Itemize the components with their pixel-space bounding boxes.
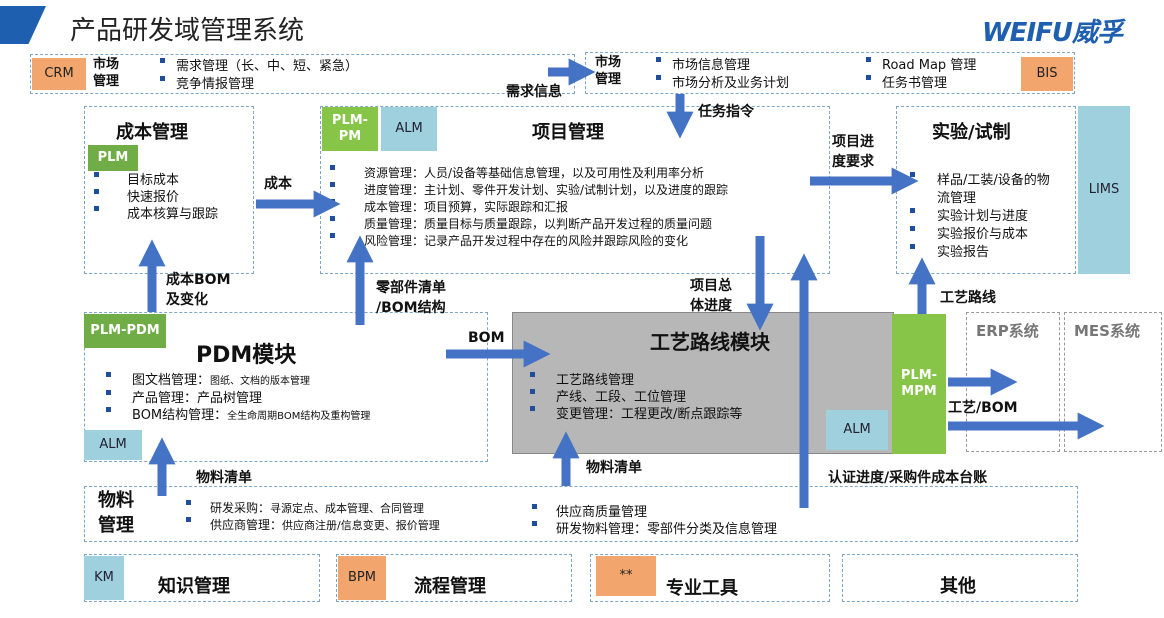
pdm-box (84, 312, 488, 462)
list-item: BOM结构管理：全生命周期BOM结构及重构管理 (106, 407, 370, 425)
list-item: 变更管理：工程更改/断点跟踪等 (530, 406, 742, 423)
label-project-progress: 项目总 体进度 (690, 278, 732, 314)
list-item: Road Map 管理 (866, 57, 976, 75)
item-sub: 产品树管理 (197, 391, 263, 406)
item-main: 产品管理： (132, 391, 198, 406)
item-main: 供应商管理： (210, 518, 283, 532)
pdm-title: PDM模块 (196, 343, 297, 368)
cost-title: 成本管理 (116, 122, 188, 143)
tools-box (590, 554, 830, 602)
item-sub: 全生命周期BOM结构及重构管理 (227, 411, 371, 422)
list-item: 产线、工段、工位管理 (530, 389, 742, 406)
list-item: 快速报价 (94, 189, 218, 206)
item-main: BOM结构管理： (132, 408, 228, 423)
list-item: 样品/工装/设备的物 流管理 (910, 172, 1050, 208)
bis-list-1: 市场信息管理 市场分析及业务计划 (656, 57, 789, 93)
cost-box (84, 106, 254, 274)
label-process-bom: 工艺/BOM (948, 400, 1018, 416)
label-demand-info: 需求信息 (506, 84, 562, 100)
item-main: 图文档管理： (132, 373, 211, 388)
project-list: 资源管理：人员/设备等基础信息管理，以及可用性及利用率分析 进度管理：主计划、零… (330, 165, 728, 250)
project-plm-tag: PLM- PM (322, 107, 378, 151)
pdm-list: 图文档管理：图纸、文档的版本管理 产品管理：产品树管理 BOM结构管理：全生命周… (106, 372, 370, 425)
mes-box (1064, 312, 1162, 452)
list-item: 资源管理：人员/设备等基础信息管理，以及可用性及利用率分析 (330, 165, 728, 182)
label-material-left: 物料清单 (196, 470, 252, 486)
list-item: 进度管理：主计划、零件开发计划、实验/试制计划，以及进度的跟踪 (330, 182, 728, 199)
label-parts-bom: 零部件清单 /BOM结构 (376, 280, 446, 316)
item-main: 研发采购： (210, 501, 271, 515)
tools-tag: ** (596, 556, 656, 596)
list-item: 成本核算与跟踪 (94, 206, 218, 223)
label-cert: 认证进度/采购件成本台账 (828, 470, 988, 486)
material-title: 物料 管理 (98, 490, 134, 536)
other-box (842, 554, 1078, 602)
label-bom: BOM (468, 330, 505, 346)
list-item: 研发物料管理：零部件分类及信息管理 (532, 521, 777, 538)
bpm-label: 流程管理 (414, 576, 486, 597)
logo: WEIFU威孚 (982, 18, 1123, 48)
list-item: 目标成本 (94, 172, 218, 189)
bis-tag: BIS (1021, 57, 1073, 91)
item-sub: 图纸、文档的版本管理 (210, 376, 311, 387)
other-label: 其他 (940, 576, 976, 597)
project-title: 项目管理 (532, 122, 604, 143)
process-alm-tag: ALM (826, 410, 888, 450)
item-sub: 寻源定点、成本管理、合同管理 (270, 502, 425, 515)
erp-title: ERP系统 (976, 322, 1039, 340)
km-label: 知识管理 (158, 576, 230, 597)
tools-label: 专业工具 (666, 578, 738, 599)
crm-list: 需求管理（长、中、短、紧急） 竞争情报管理 (160, 58, 358, 94)
list-item: 产品管理：产品树管理 (106, 390, 370, 407)
pdm-alm-tag: ALM (84, 430, 142, 460)
page-title: 产品研发域管理系统 (70, 16, 305, 46)
label-task-order: 任务指令 (698, 104, 754, 120)
material-list-1: 研发采购：寻源定点、成本管理、合同管理 供应商管理：供应商注册/信息变更、报价管… (186, 500, 440, 534)
crm-title: 市场 管理 (93, 57, 120, 89)
bis-title: 市场 管理 (595, 55, 622, 87)
list-item: 实验报告 (910, 244, 1050, 262)
label-cost-bom: 成本BOM 及变化 (166, 272, 231, 308)
list-item: 图文档管理：图纸、文档的版本管理 (106, 372, 370, 390)
cost-list: 目标成本 快速报价 成本核算与跟踪 (94, 172, 218, 223)
mes-title: MES系统 (1074, 322, 1140, 340)
test-title: 实验/试制 (932, 122, 1011, 143)
list-item: 市场分析及业务计划 (656, 75, 789, 93)
material-box (84, 486, 1078, 542)
list-item: 竞争情报管理 (160, 76, 358, 94)
list-item: 任务书管理 (866, 75, 976, 93)
label-material-mid: 物料清单 (586, 460, 642, 476)
km-tag: KM (84, 556, 124, 600)
list-item: 供应商管理：供应商注册/信息变更、报价管理 (186, 517, 440, 534)
mpm-tag: PLM- MPM (892, 314, 946, 454)
test-list: 样品/工装/设备的物 流管理 实验计划与进度 实验报价与成本 实验报告 (910, 172, 1050, 262)
list-item: 实验报价与成本 (910, 226, 1050, 244)
process-list: 工艺路线管理 产线、工段、工位管理 变更管理：工程更改/断点跟踪等 (530, 372, 742, 423)
list-item: 质量管理：质量目标与质量跟踪，以判断产品开发过程的质量问题 (330, 216, 728, 233)
list-item: 供应商质量管理 (532, 504, 777, 521)
item-sub: 供应商注册/信息变更、报价管理 (282, 519, 440, 532)
crm-tag: CRM (32, 58, 86, 90)
project-alm-tag: ALM (381, 107, 437, 151)
list-item: 工艺路线管理 (530, 372, 742, 389)
process-title: 工艺路线模块 (650, 330, 770, 354)
list-item: 研发采购：寻源定点、成本管理、合同管理 (186, 500, 440, 517)
bpm-tag: BPM (338, 556, 386, 600)
lims-tag: LIMS (1078, 106, 1130, 274)
list-item: 风险管理：记录产品开发过程中存在的风险并跟踪风险的变化 (330, 233, 728, 250)
project-box (320, 106, 830, 274)
list-item: 需求管理（长、中、短、紧急） (160, 58, 358, 76)
list-item: 市场信息管理 (656, 57, 789, 75)
material-list-2: 供应商质量管理 研发物料管理：零部件分类及信息管理 (532, 504, 777, 538)
pdm-plm-tag: PLM-PDM (84, 314, 166, 348)
label-project-req: 项目进 度要求 (832, 134, 874, 170)
bpm-box (336, 554, 572, 602)
bis-list-2: Road Map 管理 任务书管理 (866, 57, 976, 93)
cost-plm-tag: PLM (88, 145, 138, 171)
list-item: 实验计划与进度 (910, 208, 1050, 226)
label-process-route: 工艺路线 (940, 290, 996, 306)
label-cost: 成本 (264, 176, 292, 192)
